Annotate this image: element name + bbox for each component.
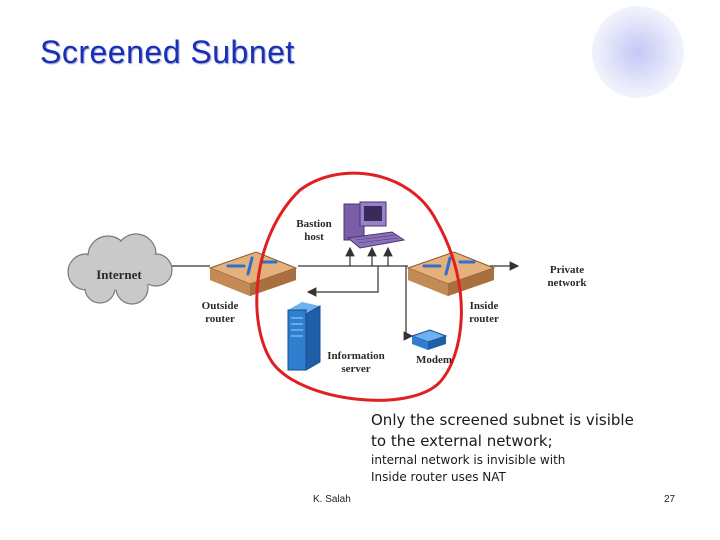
information-server-icon (287, 302, 321, 371)
link-modem-b (403, 266, 414, 341)
outside-router-label: Outside router (201, 300, 239, 325)
slide-title: Screened Subnet (40, 34, 295, 70)
information-server-label: Information server (327, 350, 385, 375)
modem-icon (410, 329, 448, 350)
page-number: 27 (664, 494, 676, 505)
inside-router-label: Inside router (469, 300, 499, 325)
connection-lines (161, 246, 520, 341)
internet-cloud (67, 233, 173, 305)
private-network-label: Private network (547, 264, 587, 289)
caption-sub: internal network is invisible with Insid… (371, 453, 566, 484)
bastion-host-icon (343, 201, 406, 249)
modem-label: Modem (415, 354, 453, 366)
link-info-server (306, 266, 379, 297)
footer-author: K. Salah (313, 494, 351, 505)
inside-router-icon (406, 251, 496, 296)
bastion-label: Bastion host (296, 218, 332, 243)
caption-main: Only the screened subnet is visible to t… (371, 411, 634, 450)
internet-label: Internet (96, 267, 142, 282)
outside-router-icon (208, 251, 298, 296)
screened-subnet-highlight (255, 171, 463, 402)
decorative-orb (592, 6, 684, 98)
